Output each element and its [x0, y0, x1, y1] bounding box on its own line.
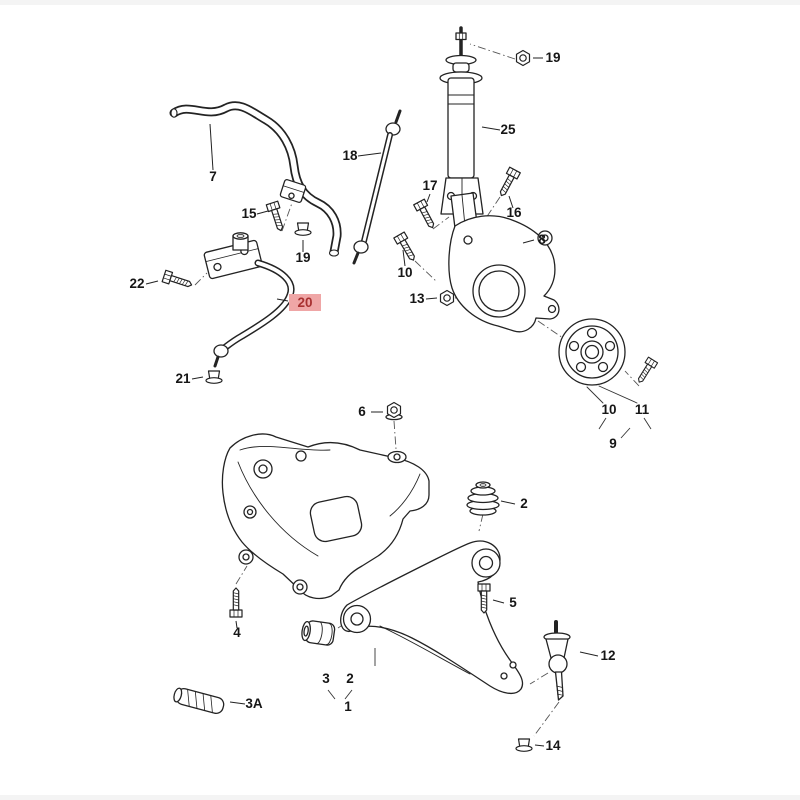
- part-label-3: 3: [322, 671, 330, 686]
- wheel-bolt-11: [634, 356, 659, 386]
- highlight-box-20: [289, 294, 321, 311]
- stabilizer-bar: [169, 101, 342, 257]
- clamp-nut-19: [294, 222, 312, 236]
- wheel-hub: [558, 318, 626, 386]
- part-label-20-highlighted: 20: [297, 295, 312, 310]
- knuckle-bolt-17: [413, 198, 439, 232]
- part-label-1: 1: [344, 699, 352, 714]
- stabilizer-clamp: [279, 179, 307, 203]
- strut-nut-19: [515, 49, 531, 67]
- part-label-16: 16: [506, 205, 522, 220]
- part-label-15: 15: [241, 206, 257, 221]
- part-label-2-upper: 2: [520, 496, 528, 511]
- part-label-21: 21: [175, 371, 191, 386]
- bracket-nut-21: [205, 370, 223, 384]
- part-label-19-top: 19: [545, 50, 560, 65]
- part-label-5: 5: [509, 595, 517, 610]
- strut-assembly: [439, 26, 484, 215]
- part-label-4: 4: [233, 625, 241, 640]
- part-label-13: 13: [409, 291, 425, 306]
- part-label-7: 7: [209, 169, 217, 184]
- part-label-10-knuckle: 10: [397, 265, 412, 280]
- leader-lines: [145, 57, 599, 747]
- part-label-18: 18: [342, 148, 358, 163]
- knuckle-nut-13: [439, 289, 455, 307]
- hub-label-lines: [586, 385, 638, 404]
- subframe: [221, 433, 430, 600]
- part-label-22: 22: [129, 276, 144, 291]
- bushing-sleeve-3a: [173, 687, 225, 715]
- ball-joint-nut-14: [515, 738, 533, 752]
- page-edge-bottom: [0, 795, 800, 800]
- part-label-3a: 3A: [245, 696, 263, 711]
- knuckle-bolt-16: [495, 166, 521, 200]
- part-label-6: 6: [358, 404, 366, 419]
- part-label-19-mid: 19: [295, 250, 310, 265]
- part-label-2-lower: 2: [346, 671, 354, 686]
- arm-front-bushing-3: [301, 620, 336, 646]
- part-label-14: 14: [545, 738, 561, 753]
- part-label-11: 11: [635, 402, 650, 417]
- arm-bushing-2: [466, 481, 500, 516]
- bracket-assembly: [203, 232, 295, 368]
- part-label-8: 8: [538, 232, 546, 247]
- ball-joint: [543, 620, 571, 701]
- control-arm: [340, 540, 524, 695]
- part-label-10-hub: 10: [601, 402, 616, 417]
- page-edge-top: [0, 0, 800, 5]
- subframe-nut-6: [385, 401, 403, 421]
- part-label-12: 12: [600, 648, 615, 663]
- knuckle-bolt-10: [393, 231, 420, 264]
- part-label-9: 9: [609, 436, 617, 451]
- subframe-bolt-4: [229, 587, 243, 618]
- steering-knuckle: [448, 192, 560, 333]
- bracket-bolt-22: [161, 269, 195, 292]
- grouping-marks: [327, 417, 652, 700]
- part-label-25: 25: [500, 122, 516, 137]
- part-label-17: 17: [422, 178, 437, 193]
- stabilizer-link: [352, 109, 402, 265]
